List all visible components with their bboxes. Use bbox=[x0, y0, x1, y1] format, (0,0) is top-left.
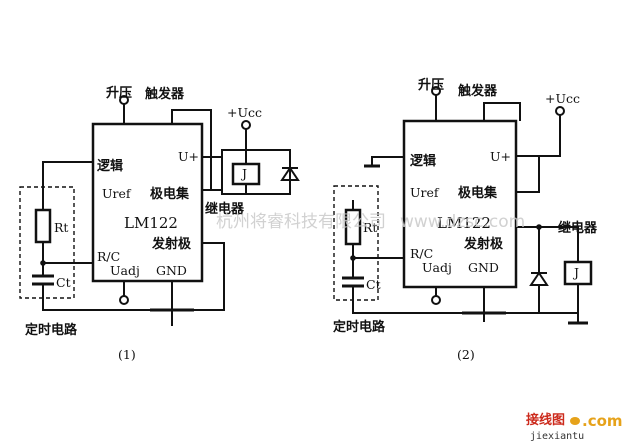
label-trigger-2: 触发器 bbox=[457, 83, 498, 99]
watermark-company: 杭州将睿科技有限公司 bbox=[216, 212, 386, 232]
trigger-wire bbox=[171, 109, 212, 190]
label-vcc-2: +Ucc bbox=[545, 91, 580, 106]
label-uref: Uref bbox=[102, 186, 132, 201]
relay-return-2 bbox=[506, 284, 579, 314]
flyback-diode-2 bbox=[529, 227, 549, 313]
label-coil-j-2: J bbox=[572, 265, 579, 280]
label-uadj-2: Uadj bbox=[422, 260, 452, 275]
label-emitter: 发射极 bbox=[151, 236, 192, 252]
label-chip-2: LM122 bbox=[437, 214, 491, 232]
label-rt-2: Rt bbox=[363, 220, 377, 235]
label-ct: Ct bbox=[56, 275, 71, 290]
logo-swoosh-icon bbox=[570, 417, 580, 425]
emitter-wire bbox=[194, 242, 225, 311]
label-uplus: U+ bbox=[178, 149, 199, 164]
label-gnd-2: GND bbox=[468, 260, 499, 275]
circuit-1: 升压 触发器 +Ucc 逻辑 U+ Uref 极电集 继电器 LM122 发射极… bbox=[19, 85, 300, 362]
logo-cn: 接线图 bbox=[526, 412, 565, 428]
uplus-wire-2 bbox=[516, 115, 561, 157]
label-logic: 逻辑 bbox=[97, 158, 123, 174]
rc-node bbox=[40, 260, 46, 266]
label-collector-2: 极电集 bbox=[458, 185, 498, 201]
label-timing: 定时电路 bbox=[24, 322, 78, 338]
boost-terminal-2 bbox=[431, 86, 441, 96]
watermark-url: www.dzsc.com bbox=[400, 212, 525, 232]
label-uadj: Uadj bbox=[110, 263, 140, 278]
label-uplus-2: U+ bbox=[490, 149, 511, 164]
lm122-chip bbox=[91, 122, 204, 283]
logic-wire bbox=[42, 161, 93, 210]
vcc-terminal bbox=[241, 120, 251, 130]
label-collector: 极电集 bbox=[150, 186, 190, 202]
label-rc: R/C bbox=[97, 249, 120, 264]
caption-2: (2) bbox=[457, 347, 475, 362]
label-timing-2: 定时电路 bbox=[332, 319, 386, 335]
logic-wire-2 bbox=[371, 156, 404, 166]
label-vcc: +Ucc bbox=[227, 105, 262, 120]
label-ct-2: Ct bbox=[366, 277, 381, 292]
collector-wire-2 bbox=[516, 156, 540, 193]
uadj-terminal bbox=[119, 295, 129, 305]
vcc-terminal-2 bbox=[555, 106, 565, 116]
label-uref-2: Uref bbox=[410, 185, 440, 200]
timing-box bbox=[19, 186, 75, 299]
boost-terminal bbox=[119, 95, 129, 105]
label-rc-2: R/C bbox=[410, 246, 433, 261]
logo-com: .com bbox=[582, 412, 623, 430]
label-logic-2: 逻辑 bbox=[410, 153, 436, 169]
label-boost-2: 升压 bbox=[418, 77, 444, 93]
logo-domain: jiexiantu bbox=[530, 431, 584, 442]
relay-loop bbox=[221, 129, 291, 195]
trigger-wire-2 bbox=[483, 102, 521, 121]
label-rt: Rt bbox=[54, 220, 68, 235]
gnd-wire-2 bbox=[352, 287, 485, 314]
label-boost: 升压 bbox=[106, 85, 132, 101]
site-logo: 接线图 .com jiexiantu bbox=[526, 412, 623, 442]
label-relay: 继电器 bbox=[205, 201, 245, 217]
label-trigger: 触发器 bbox=[144, 86, 185, 102]
label-emitter-2: 发射极 bbox=[463, 236, 504, 252]
label-chip: LM122 bbox=[124, 214, 178, 232]
flyback-diode bbox=[280, 166, 300, 181]
gnd-wire bbox=[42, 281, 173, 311]
label-gnd: GND bbox=[156, 263, 187, 278]
caption-1: (1) bbox=[118, 347, 136, 362]
label-relay-2: 继电器 bbox=[558, 220, 598, 236]
label-coil-j: J bbox=[240, 166, 247, 181]
rc-node-2 bbox=[350, 255, 356, 261]
circuit-2: 升压 触发器 +Ucc 逻辑 U+ Uref 极电集 继电器 LM122 发射极… bbox=[332, 77, 598, 362]
timing-box-2 bbox=[333, 185, 379, 301]
lm122-chip-2 bbox=[402, 119, 518, 289]
rt-resistor bbox=[34, 208, 52, 244]
uadj-terminal-2 bbox=[431, 295, 441, 305]
